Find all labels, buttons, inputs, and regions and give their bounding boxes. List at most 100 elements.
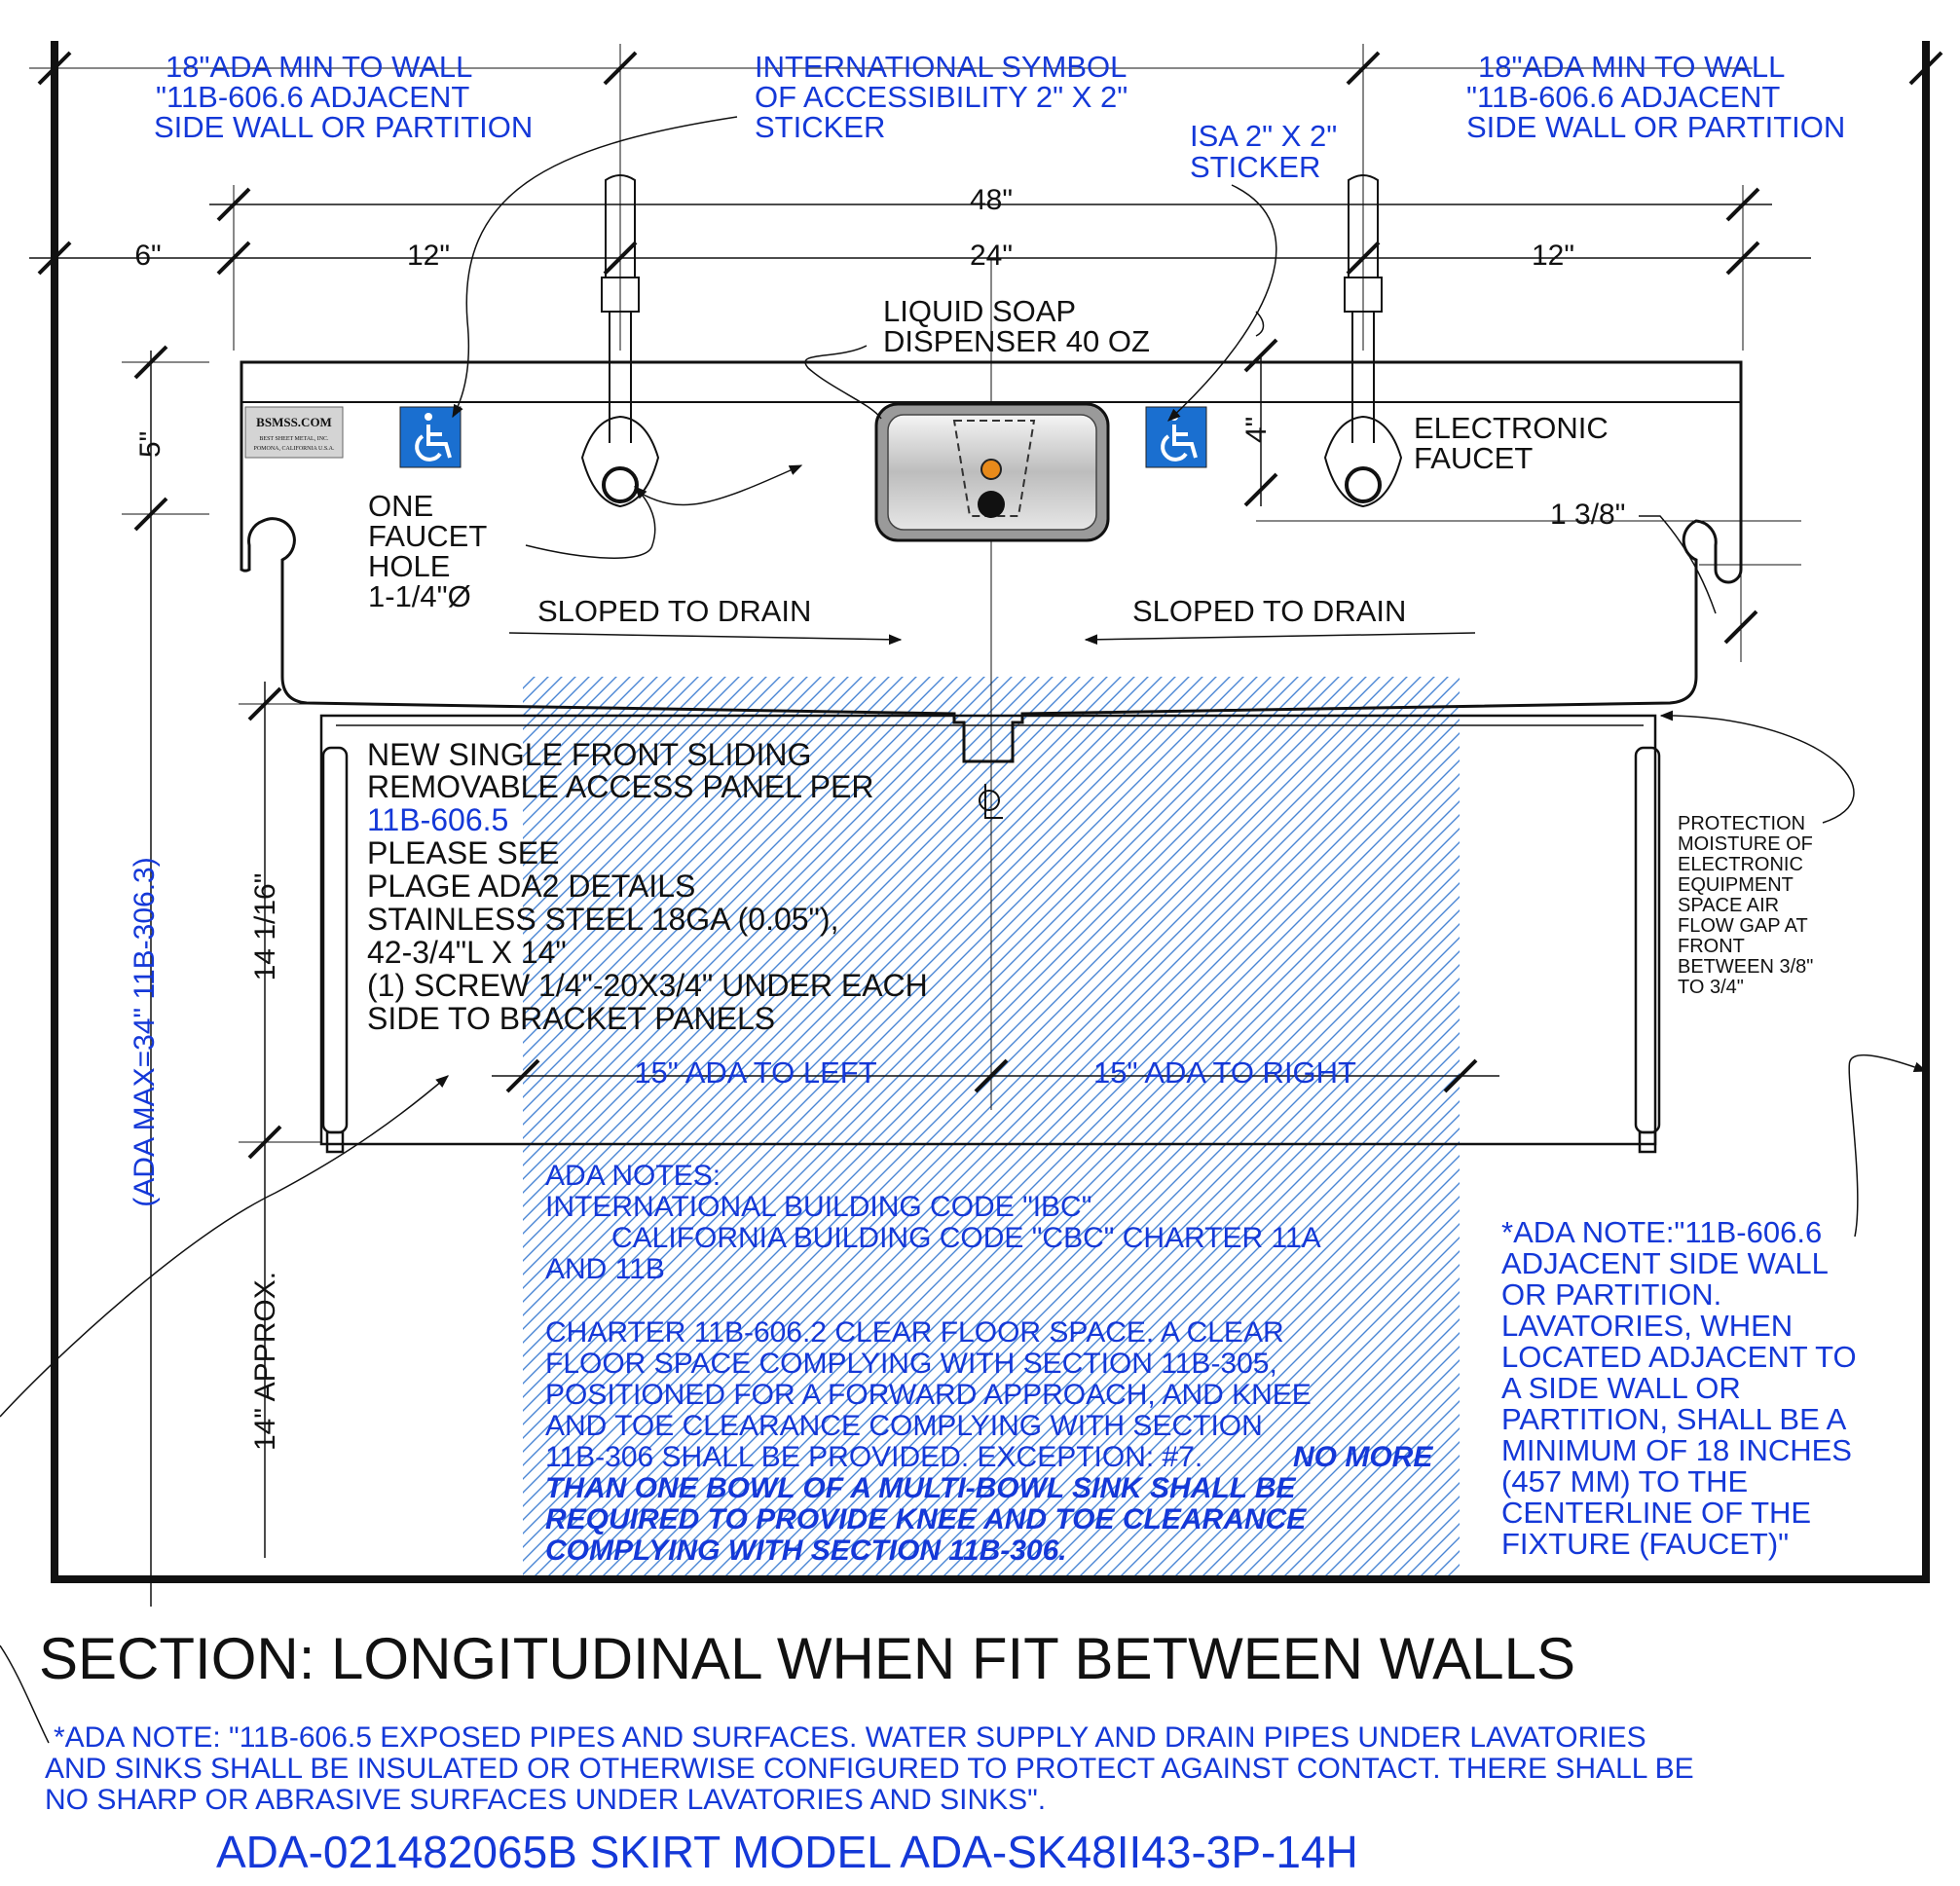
note-electronic-faucet: ELECTRONIC FAUCET bbox=[1414, 411, 1609, 475]
faucet-right bbox=[1323, 174, 1403, 508]
dim-ada-left: 15" ADA TO LEFT bbox=[634, 1055, 876, 1090]
leader-lines bbox=[0, 116, 1928, 1744]
note-protection: PROTECTION MOISTURE OF ELECTRONIC EQUIPM… bbox=[1678, 813, 1813, 998]
svg-text:STICKER: STICKER bbox=[755, 110, 885, 144]
note-side-wall: *ADA NOTE:"11B-606.6 ADJACENT SIDE WALL … bbox=[1501, 1215, 1857, 1561]
dimension-lines bbox=[29, 44, 1811, 1607]
svg-text:COMPLYING WITH SECTION 11B-306: COMPLYING WITH SECTION 11B-306. bbox=[545, 1535, 1067, 1567]
svg-text:FLOOR SPACE COMPLYING WITH SEC: FLOOR SPACE COMPLYING WITH SECTION 11B-3… bbox=[545, 1348, 1277, 1380]
svg-text:STICKER: STICKER bbox=[1190, 150, 1320, 184]
note-sloped-right: SLOPED TO DRAIN bbox=[1132, 594, 1406, 628]
svg-text:"11B-606.6 ADJACENT: "11B-606.6 ADJACENT bbox=[156, 80, 469, 114]
wheelchair-accessibility-icon bbox=[415, 413, 452, 462]
svg-text:CHARTER 11B-606.2 CLEAR FLOOR: CHARTER 11B-606.2 CLEAR FLOOR SPACE. A C… bbox=[545, 1316, 1284, 1349]
faucet-left bbox=[580, 174, 660, 508]
svg-text:11B-606.5: 11B-606.5 bbox=[367, 802, 508, 837]
note-ada-emphasis: NO MORE THAN ONE BOWL OF A MULTI-BOWL SI… bbox=[545, 1441, 1433, 1567]
centerline-symbol-icon bbox=[979, 784, 1003, 819]
svg-text:OF ACCESSIBILITY 2" X 2": OF ACCESSIBILITY 2" X 2" bbox=[755, 80, 1128, 114]
bottom-ada-note: *ADA NOTE: "11B-606.5 EXPOSED PIPES AND … bbox=[45, 1721, 1694, 1816]
svg-text:FAUCET: FAUCET bbox=[368, 519, 487, 553]
soap-dispenser bbox=[874, 402, 1110, 542]
note-soap-dispenser: LIQUID SOAP DISPENSER 40 OZ bbox=[883, 294, 1150, 358]
note-faucet-hole: ONE FAUCET HOLE 1-1/4"Ø bbox=[368, 489, 487, 613]
dim-skirt: 14 1/16" bbox=[249, 873, 281, 981]
svg-text:ISA 2" X 2": ISA 2" X 2" bbox=[1190, 119, 1337, 153]
sink-bowl bbox=[240, 360, 1743, 763]
logo-line-2: POMONA, CALIFORNIA U.S.A. bbox=[253, 446, 335, 452]
svg-text:INTERNATIONAL SYMBOL: INTERNATIONAL SYMBOL bbox=[755, 50, 1127, 84]
svg-text:NO SHARP OR ABRASIVE SURFACES: NO SHARP OR ABRASIVE SURFACES UNDER LAVA… bbox=[45, 1784, 1046, 1816]
svg-text:ELECTRONIC: ELECTRONIC bbox=[1678, 854, 1803, 875]
dim-ada-max: (ADA MAX=34" 11B-306.3) bbox=[129, 857, 161, 1206]
svg-text:MOISTURE OF: MOISTURE OF bbox=[1678, 833, 1813, 855]
room-walls bbox=[51, 41, 1930, 1583]
svg-text:AND TOE CLEARANCE COMPLYING WI: AND TOE CLEARANCE COMPLYING WITH SECTION bbox=[545, 1410, 1263, 1442]
svg-text:TO 3/4": TO 3/4" bbox=[1678, 977, 1744, 998]
isa-sticker-left bbox=[399, 406, 462, 468]
dim-right: 12" bbox=[1532, 240, 1574, 272]
svg-text:LOCATED ADJACENT TO: LOCATED ADJACENT TO bbox=[1501, 1340, 1857, 1374]
dim-ada-right: 15" ADA TO RIGHT bbox=[1093, 1055, 1356, 1090]
svg-text:BETWEEN 3/8": BETWEEN 3/8" bbox=[1678, 956, 1813, 978]
model-number: ADA-021482065B SKIRT MODEL ADA-SK48II43-… bbox=[216, 1827, 1358, 1877]
note-sloped-left: SLOPED TO DRAIN bbox=[537, 594, 811, 628]
svg-text:PARTITION, SHALL BE A: PARTITION, SHALL BE A bbox=[1501, 1402, 1847, 1436]
dim-isa-height: 4" bbox=[1240, 417, 1273, 443]
svg-text:POSITIONED FOR A FORWARD APPRO: POSITIONED FOR A FORWARD APPROACH, AND K… bbox=[545, 1379, 1312, 1411]
dim-left: 12" bbox=[407, 240, 450, 272]
svg-text:PLEASE SEE: PLEASE SEE bbox=[367, 835, 559, 870]
logo-line-1: BEST SHEET METAL, INC. bbox=[259, 436, 329, 442]
note-ada-codes: ADA NOTES: INTERNATIONAL BUILDING CODE "… bbox=[545, 1160, 1321, 1473]
svg-text:LAVATORIES, WHEN: LAVATORIES, WHEN bbox=[1501, 1309, 1793, 1343]
note-isa-sticker-short: ISA 2" X 2" STICKER bbox=[1190, 119, 1337, 184]
note-isa-sticker-long: INTERNATIONAL SYMBOL OF ACCESSIBILITY 2"… bbox=[755, 50, 1128, 144]
svg-text:SPACE AIR: SPACE AIR bbox=[1678, 895, 1779, 916]
svg-text:ADJACENT SIDE WALL: ADJACENT SIDE WALL bbox=[1501, 1246, 1829, 1280]
svg-text:FRONT: FRONT bbox=[1678, 936, 1745, 957]
svg-text:FAUCET: FAUCET bbox=[1414, 441, 1533, 475]
svg-text:FLOW GAP AT: FLOW GAP AT bbox=[1678, 915, 1808, 937]
note-right-wall: 18"ADA MIN TO WALL "11B-606.6 ADJACENT S… bbox=[1466, 50, 1845, 144]
svg-text:PROTECTION: PROTECTION bbox=[1678, 813, 1805, 834]
isa-sticker-right bbox=[1145, 406, 1207, 468]
dim-rim: 1 3/8" bbox=[1550, 499, 1625, 531]
svg-text:STAINLESS STEEL 18GA (0.05"),: STAINLESS STEEL 18GA (0.05"), bbox=[367, 902, 838, 937]
svg-text:SIDE WALL OR PARTITION: SIDE WALL OR PARTITION bbox=[154, 110, 533, 144]
svg-text:(1) SCREW 1/4"-20X3/4" UNDER E: (1) SCREW 1/4"-20X3/4" UNDER EACH bbox=[367, 968, 928, 1003]
svg-text:HOLE: HOLE bbox=[368, 549, 450, 583]
svg-text:REQUIRED TO PROVIDE KNEE AND T: REQUIRED TO PROVIDE KNEE AND TOE CLEARAN… bbox=[545, 1503, 1307, 1535]
svg-text:OR PARTITION.: OR PARTITION. bbox=[1501, 1277, 1721, 1312]
svg-text:REMOVABLE ACCESS PANEL PER: REMOVABLE ACCESS PANEL PER bbox=[367, 769, 873, 804]
svg-text:18"ADA MIN TO WALL: 18"ADA MIN TO WALL bbox=[166, 50, 472, 84]
note-left-wall: 18"ADA MIN TO WALL "11B-606.6 ADJACENT S… bbox=[154, 50, 533, 144]
svg-text:SIDE WALL OR PARTITION: SIDE WALL OR PARTITION bbox=[1466, 110, 1845, 144]
svg-text:NEW SINGLE FRONT SLIDING: NEW SINGLE FRONT SLIDING bbox=[367, 737, 811, 772]
svg-text:PLAGE ADA2 DETAILS: PLAGE ADA2 DETAILS bbox=[367, 869, 695, 904]
svg-text:42-3/4"L X 14": 42-3/4"L X 14" bbox=[367, 935, 567, 970]
dim-center: 24" bbox=[970, 240, 1013, 272]
svg-text:"11B-606.6 ADJACENT: "11B-606.6 ADJACENT bbox=[1466, 80, 1780, 114]
svg-text:(457 MM) TO THE: (457 MM) TO THE bbox=[1501, 1464, 1748, 1498]
dim-overall: 48" bbox=[970, 184, 1013, 216]
svg-text:NO MORE: NO MORE bbox=[1293, 1441, 1433, 1473]
section-title: SECTION: LONGITUDINAL WHEN FIT BETWEEN W… bbox=[39, 1626, 1575, 1691]
svg-text:THAN ONE BOWL OF A MULTI-BOWL: THAN ONE BOWL OF A MULTI-BOWL SINK SHALL… bbox=[545, 1472, 1296, 1504]
svg-text:INTERNATIONAL BUILDING CODE "I: INTERNATIONAL BUILDING CODE "IBC" bbox=[545, 1191, 1091, 1223]
svg-text:ONE: ONE bbox=[368, 489, 433, 523]
svg-text:1-1/4"Ø: 1-1/4"Ø bbox=[368, 579, 471, 613]
svg-text:ADA NOTES:: ADA NOTES: bbox=[545, 1160, 721, 1192]
svg-text:ELECTRONIC: ELECTRONIC bbox=[1414, 411, 1609, 445]
svg-text:AND 11B: AND 11B bbox=[545, 1253, 665, 1285]
svg-text:11B-306 SHALL BE PROVIDED. EXC: 11B-306 SHALL BE PROVIDED. EXCEPTION: #7… bbox=[545, 1441, 1202, 1473]
logo-brand: BSMSS.COM bbox=[256, 415, 332, 429]
dim-wall-offset: 6" bbox=[134, 240, 161, 272]
svg-text:MINIMUM OF 18 INCHES: MINIMUM OF 18 INCHES bbox=[1501, 1433, 1852, 1467]
dimension-ticks bbox=[37, 51, 1943, 1160]
dim-knee: 14" APPROX. bbox=[249, 1272, 281, 1451]
svg-text:SIDE TO BRACKET PANELS: SIDE TO BRACKET PANELS bbox=[367, 1001, 775, 1036]
note-access-panel: NEW SINGLE FRONT SLIDING REMOVABLE ACCES… bbox=[367, 737, 928, 1036]
svg-text:AND SINKS SHALL BE INSULATED O: AND SINKS SHALL BE INSULATED OR OTHERWIS… bbox=[45, 1753, 1694, 1785]
skirt-panel bbox=[319, 714, 1661, 1154]
